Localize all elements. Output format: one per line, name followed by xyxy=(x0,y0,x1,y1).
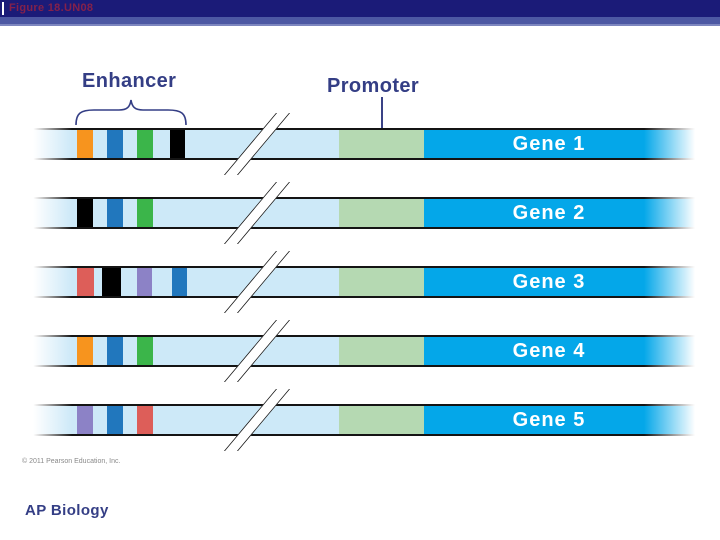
control-element-black xyxy=(170,130,185,158)
dna-bar: Gene 4 xyxy=(28,335,700,367)
bar-fade-left xyxy=(28,125,72,163)
enhancer-label: Enhancer xyxy=(82,70,177,92)
promoter-region xyxy=(339,199,424,227)
header-cursor-tick xyxy=(2,2,4,15)
bar-fade-right xyxy=(644,401,702,439)
gene-label: Gene 1 xyxy=(512,133,586,155)
brand-text: AP Biology xyxy=(25,502,109,519)
promoter-region xyxy=(339,268,424,296)
gene-label: Gene 4 xyxy=(512,340,586,362)
header-bar xyxy=(0,0,720,17)
control-element-blue xyxy=(107,337,123,365)
figure-label: Figure 18.UN08 xyxy=(9,2,94,14)
bar-fade-right xyxy=(644,332,702,370)
gene-row-5: Gene 5 xyxy=(0,389,720,451)
control-element-red xyxy=(77,268,94,296)
promoter-pointer-line xyxy=(381,97,383,150)
promoter-region xyxy=(339,406,424,434)
bar-fade-left xyxy=(28,194,72,232)
dna-bar: Gene 2 xyxy=(28,197,700,229)
header-subbar xyxy=(0,17,720,24)
control-element-purple xyxy=(137,268,152,296)
control-element-green xyxy=(137,199,153,227)
enhancer-brace-icon xyxy=(75,99,187,126)
dna-bar: Gene 5 xyxy=(28,404,700,436)
control-element-purple xyxy=(77,406,93,434)
control-element-green xyxy=(137,130,153,158)
bar-fade-right xyxy=(644,125,702,163)
gene-row-4: Gene 4 xyxy=(0,320,720,382)
promoter-region xyxy=(339,130,424,158)
promoter-label: Promoter xyxy=(327,75,420,97)
control-element-green xyxy=(137,337,153,365)
bar-fade-right xyxy=(644,194,702,232)
bar-fade-right xyxy=(644,263,702,301)
dna-bar: Gene 1 xyxy=(28,128,700,160)
dna-bar: Gene 3 xyxy=(28,266,700,298)
control-element-blue xyxy=(172,268,187,296)
gene-row-3: Gene 3 xyxy=(0,251,720,313)
bar-fade-left xyxy=(28,263,72,301)
control-element-orange xyxy=(77,337,93,365)
gene-label: Gene 3 xyxy=(512,271,586,293)
gene-label: Gene 2 xyxy=(512,202,586,224)
copyright-text: © 2011 Pearson Education, Inc. xyxy=(22,458,121,465)
control-element-black xyxy=(102,268,121,296)
control-element-blue xyxy=(107,199,123,227)
gene-label: Gene 5 xyxy=(512,409,586,431)
control-element-black xyxy=(77,199,93,227)
control-element-orange xyxy=(77,130,93,158)
gene-row-2: Gene 2 xyxy=(0,182,720,244)
bar-fade-left xyxy=(28,401,72,439)
header-subbar-highlight xyxy=(0,24,720,26)
gene-row-1: Gene 1 xyxy=(0,113,720,175)
control-element-blue xyxy=(107,406,123,434)
control-element-blue xyxy=(107,130,123,158)
promoter-region xyxy=(339,337,424,365)
bar-fade-left xyxy=(28,332,72,370)
control-element-red xyxy=(137,406,153,434)
